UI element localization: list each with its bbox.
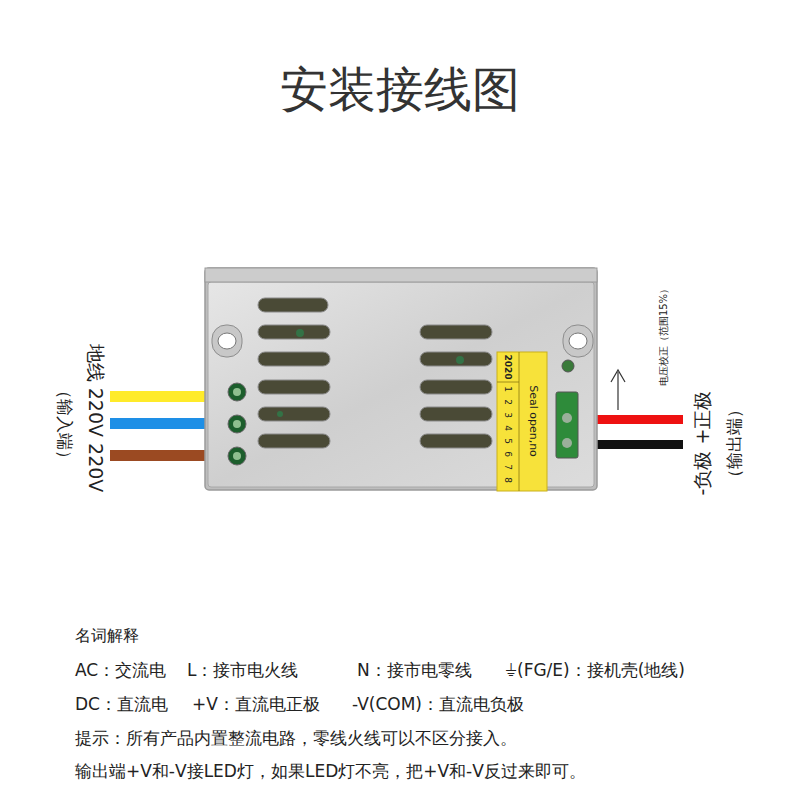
case-flange	[205, 268, 597, 282]
dip-number: 8	[503, 477, 513, 483]
glossary-item: +V：直流电正极	[192, 695, 320, 715]
dip-number: 1	[503, 386, 513, 392]
glossary-item: ⏚(FG/E)：接机壳(地线)	[505, 661, 685, 681]
glossary-item: -V(COM)：直流电负极	[352, 695, 524, 715]
seal-sticker	[497, 352, 547, 491]
input-side-label: （输入端）	[54, 382, 74, 467]
input-label: 地线 220V 220V	[84, 344, 106, 493]
dip-number: 3	[503, 412, 513, 418]
vent-slots	[258, 298, 492, 448]
sticker-year: 2020	[503, 354, 513, 379]
output-side-label: （输出端）	[725, 401, 745, 486]
n-wire	[110, 418, 220, 429]
glossary-item: L：接市电火线	[187, 661, 298, 681]
dip-number: 4	[503, 425, 513, 431]
case-back	[205, 268, 597, 490]
adjust-pot	[562, 360, 574, 372]
tip-text: 输出端+V和-V接LED灯，如果LED灯不亮，把+V和-V反过来即可。	[75, 762, 586, 782]
glossary-item: N：接市电零线	[357, 661, 472, 681]
dip-number: 6	[503, 451, 513, 457]
output-terminal	[556, 392, 578, 458]
dip-number: 2	[503, 399, 513, 405]
glossary-item: AC：交流电	[75, 661, 166, 681]
output-label: -负极 +正极	[692, 391, 714, 496]
adjust-note: 电压校正（范围15%）	[658, 284, 670, 386]
glossary-heading: 名词解释	[75, 627, 139, 645]
earth-wire	[110, 391, 220, 402]
tip-text: 提示：所有产品内置整流电路，零线火线可以不区分接入。	[75, 729, 517, 749]
input-terminals	[228, 383, 246, 465]
adjust-arrow	[611, 370, 625, 410]
l-wire	[110, 450, 220, 461]
glossary-item: DC：直流电	[75, 695, 168, 715]
dip-number: 5	[503, 438, 513, 444]
dip-number: 7	[503, 464, 513, 470]
sticker-text: Seal open,no	[527, 385, 540, 457]
title: 安装接线图	[0, 62, 800, 117]
